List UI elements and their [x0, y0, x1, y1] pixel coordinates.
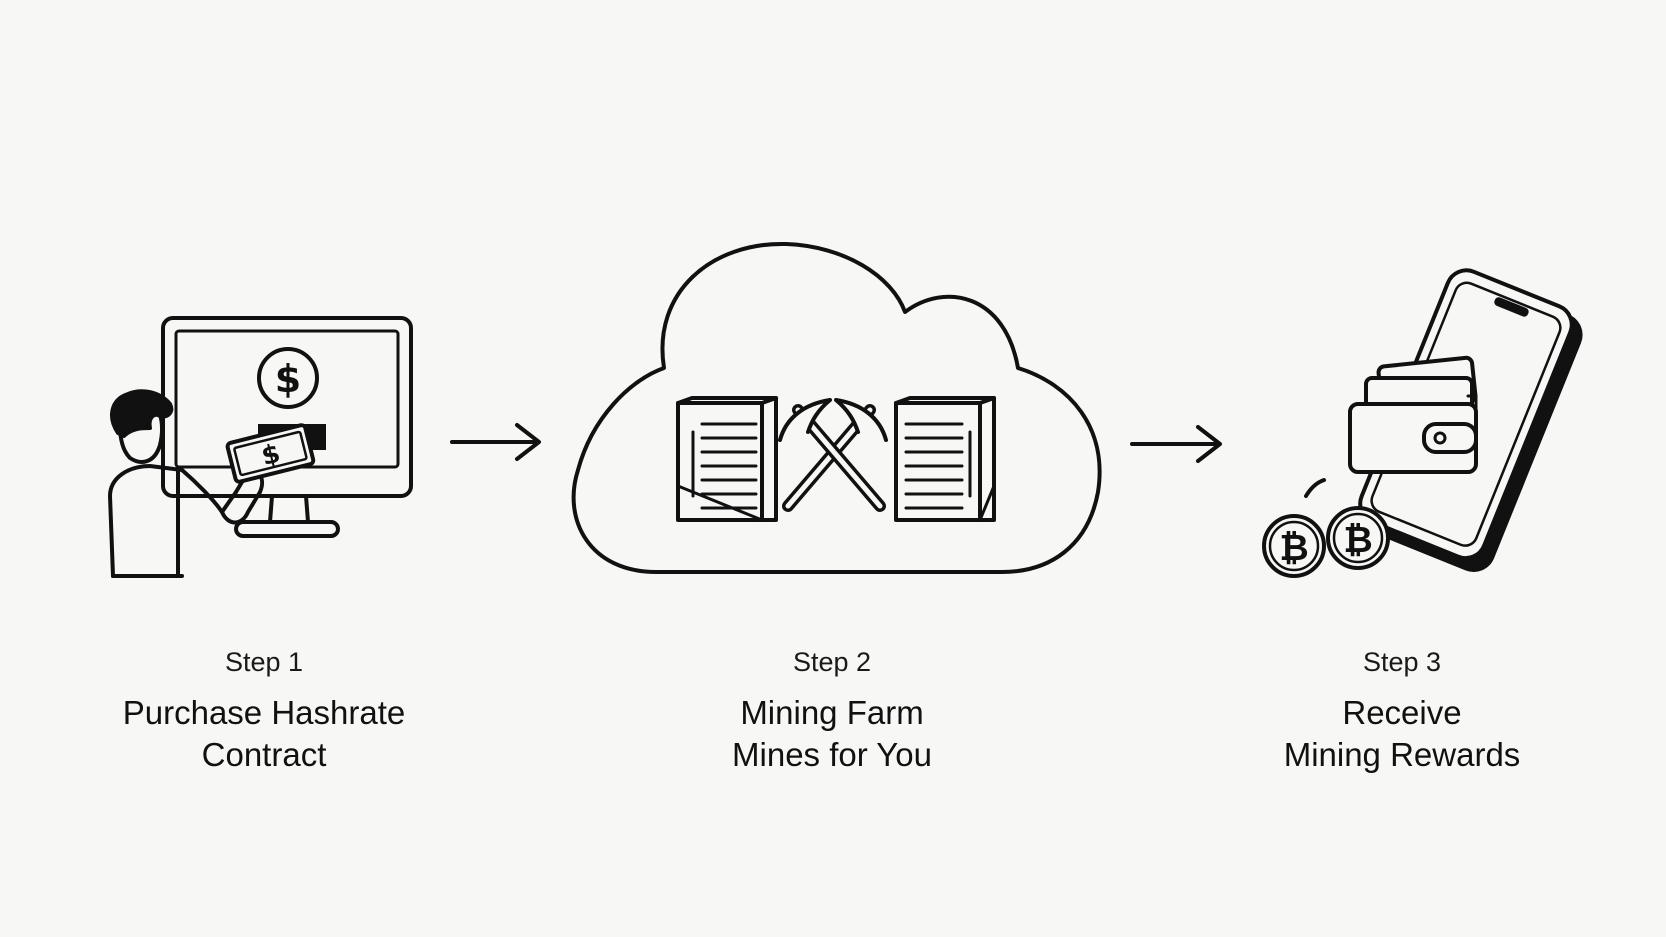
person-buying-on-computer-icon: $ $: [108, 316, 413, 578]
step-2: Step 2 Mining Farm Mines for You: [622, 646, 1042, 776]
dollar-coin-icon: $: [257, 347, 319, 409]
wallet-icon: [1348, 355, 1478, 474]
step-3: Step 3 Receive Mining Rewards: [1192, 646, 1612, 776]
bitcoin-coin-icon: ₿: [1326, 506, 1390, 570]
arrow-right-icon: [1130, 425, 1222, 463]
server-rack-icon: [676, 396, 778, 522]
dollar-bill-icon: $: [225, 423, 316, 484]
bitcoin-glyph: ₿: [1279, 528, 1308, 569]
step-label: Step 2: [792, 647, 872, 677]
server-rack-icon: [894, 396, 996, 522]
step-title: Mining Farm Mines for You: [622, 692, 1042, 776]
crossed-pickaxes-icon: [778, 398, 888, 512]
person-icon: [108, 389, 265, 578]
cloud-icon: [571, 241, 1102, 574]
step-title: Purchase Hashrate Contract: [54, 692, 474, 776]
cloud-mining-farm-icon: [571, 241, 1102, 574]
dollar-glyph: $: [275, 357, 301, 401]
arrow-right-icon: [450, 423, 541, 461]
step-title-line: Mines for You: [732, 736, 932, 773]
bitcoin-glyph: ₿: [1343, 520, 1372, 561]
phone-wallet-bitcoin-icon: ₿ ₿: [1262, 268, 1583, 578]
step-title-line: Purchase Hashrate: [122, 694, 406, 731]
step-1: Step 1 Purchase Hashrate Contract: [54, 646, 474, 776]
step-title: Receive Mining Rewards: [1192, 692, 1612, 776]
step-title-line: Receive: [1342, 694, 1462, 731]
step-label: Step 3: [1362, 647, 1442, 677]
step-title-line: Contract: [201, 736, 327, 773]
step-label: Step 1: [224, 647, 304, 677]
bitcoin-coin-icon: ₿: [1262, 514, 1326, 578]
step-title-line: Mining Farm: [740, 694, 924, 731]
step-title-line: Mining Rewards: [1283, 736, 1521, 773]
